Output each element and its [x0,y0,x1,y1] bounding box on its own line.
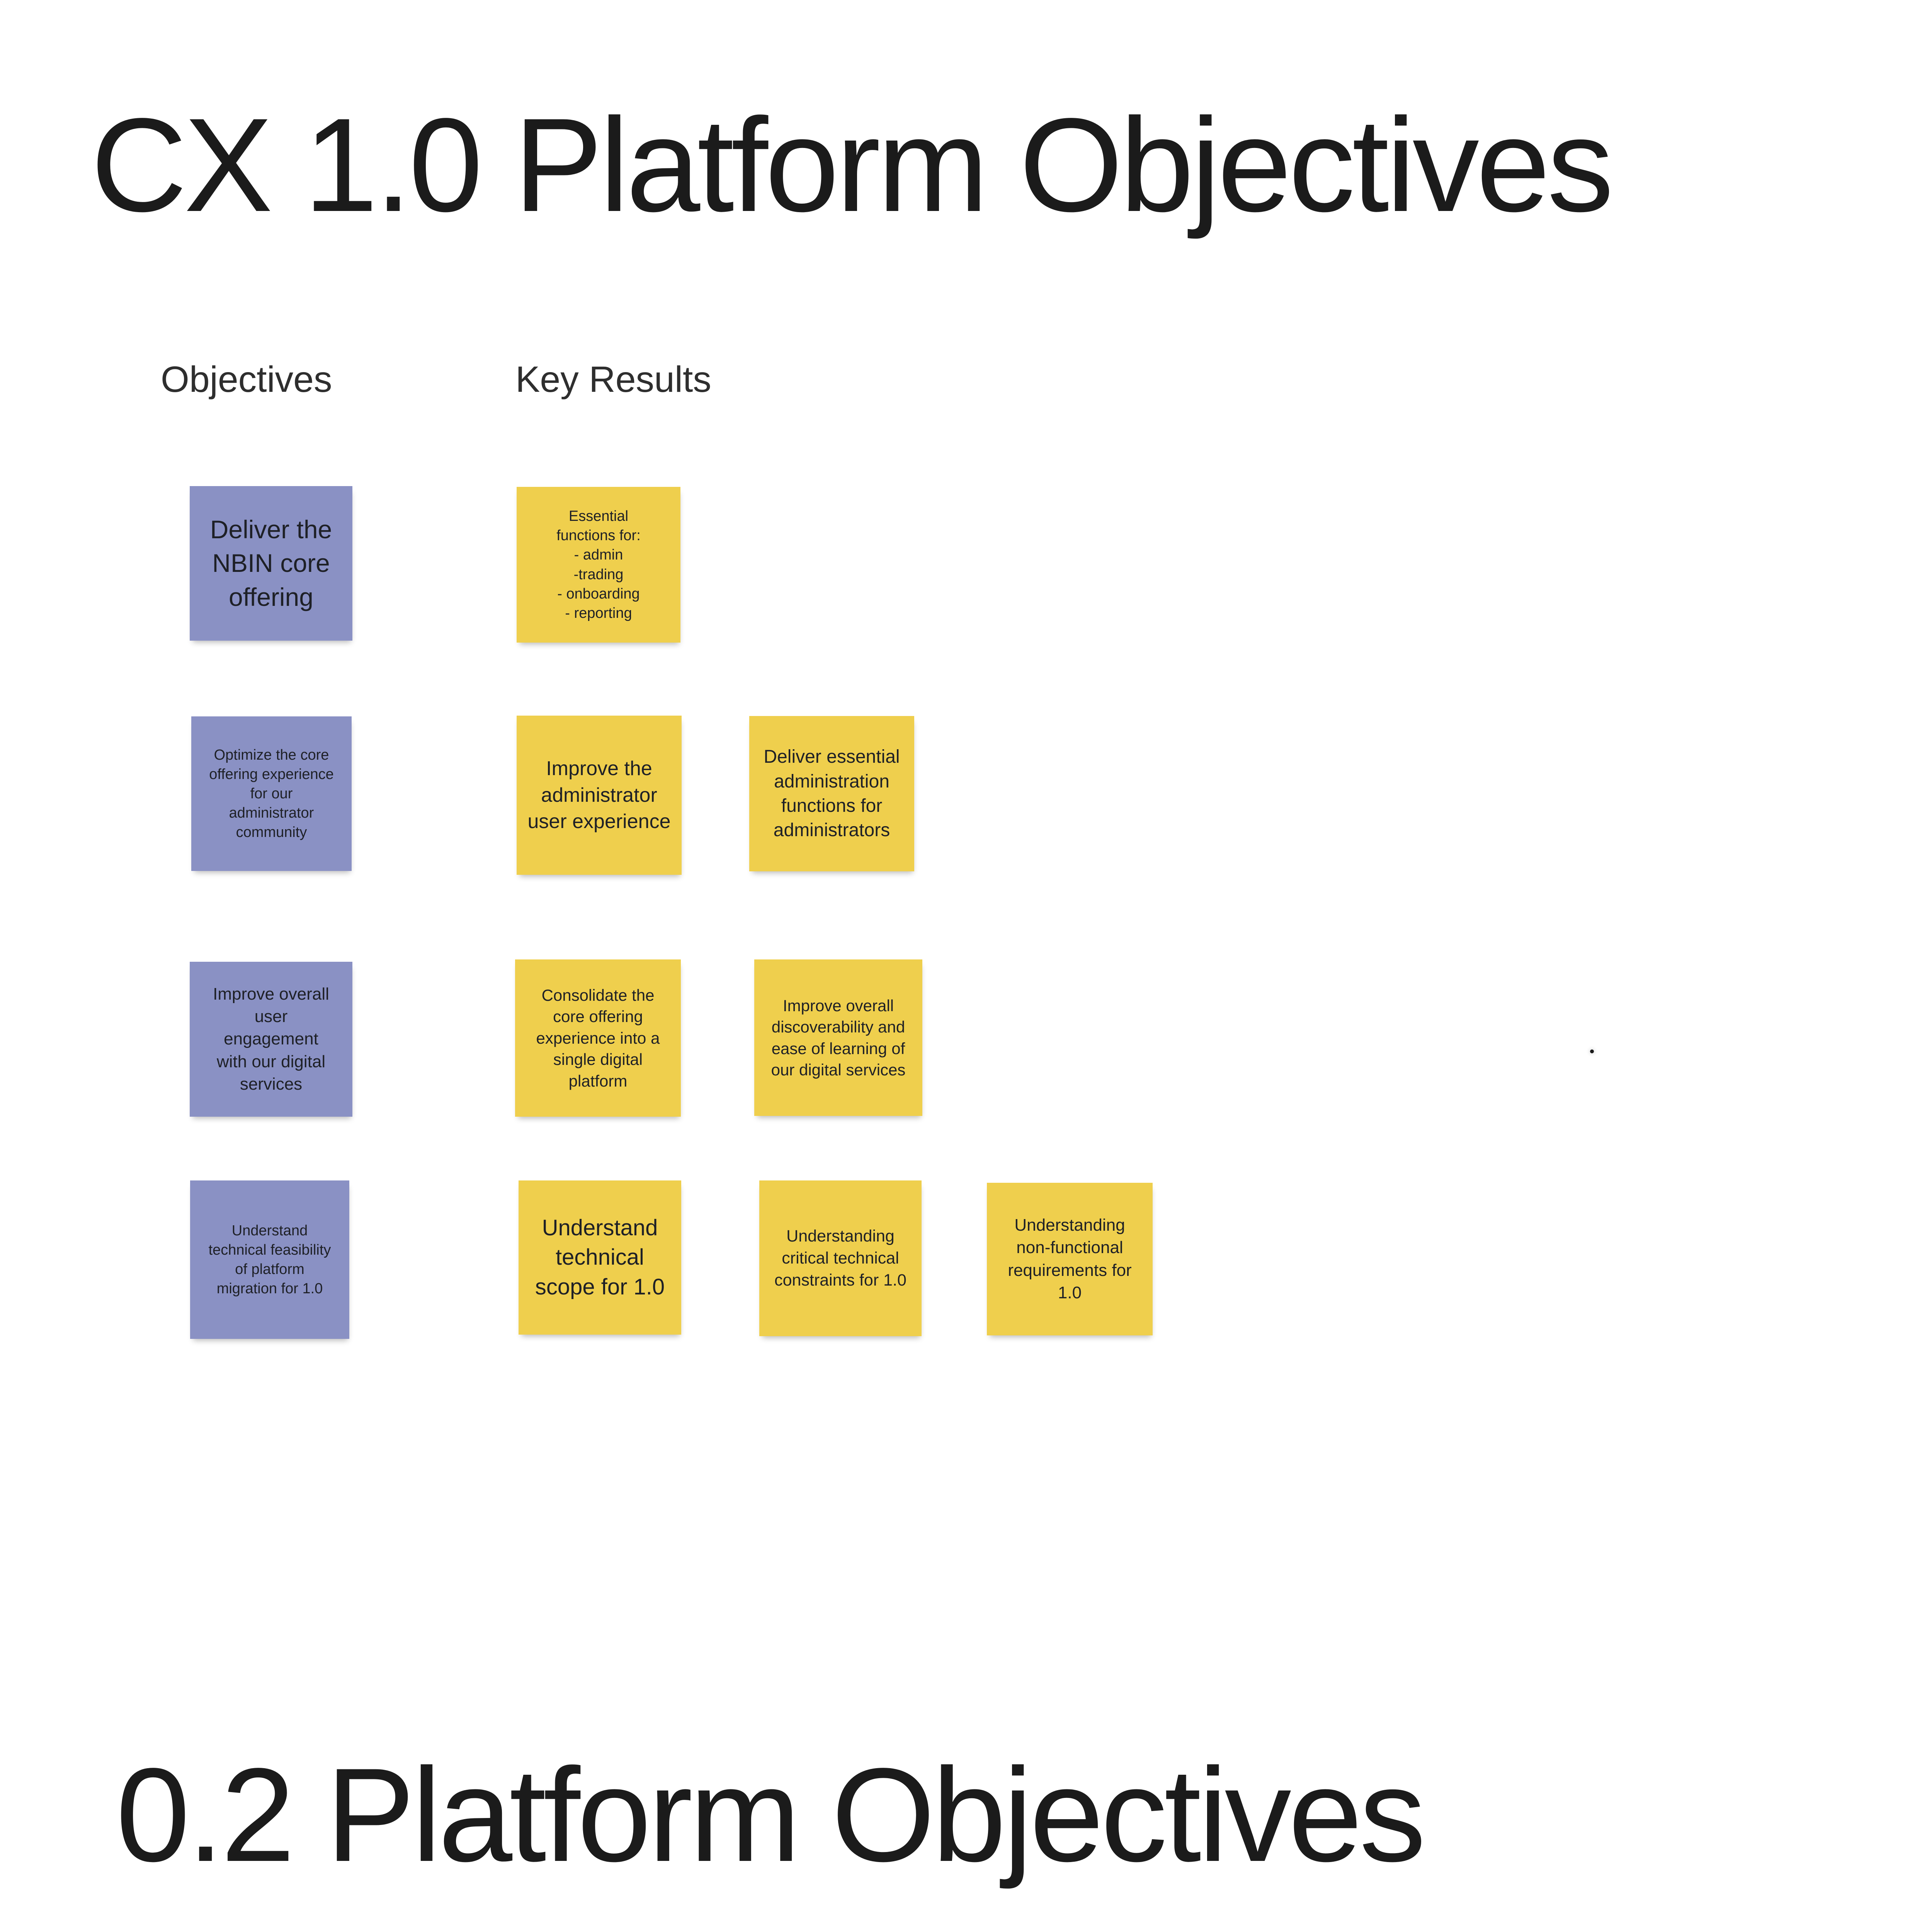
key-result-note[interactable]: Improve overall discoverability and ease… [754,959,922,1116]
stray-dot-mark [1590,1049,1594,1053]
key-result-note[interactable]: Understanding non-functional requirement… [987,1183,1153,1335]
key-result-note[interactable]: Improve the administrator user experienc… [517,716,682,875]
key-result-note[interactable]: Deliver essential administration functio… [749,716,914,871]
column-header-key-results-1[interactable]: Key Results [515,359,711,400]
objective-note[interactable]: Deliver the NBIN core offering [190,486,352,641]
key-result-note[interactable]: Understanding critical technical constra… [759,1180,922,1336]
objective-note[interactable]: Optimize the core offering experience fo… [191,716,352,871]
objective-note[interactable]: Improve overall user engagement with our… [190,962,352,1117]
key-result-note[interactable]: Essential functions for: - admin -tradin… [517,487,680,643]
section-title-0-2[interactable]: 0.2 Platform Objectives [116,1741,1426,1889]
objective-note[interactable]: Understand technical feasibility of plat… [190,1180,349,1339]
section-title-cx-1-0[interactable]: CX 1.0 Platform Objectives [91,91,1614,240]
column-header-objectives-1[interactable]: Objectives [161,359,332,400]
key-result-note[interactable]: Consolidate the core offering experience… [515,959,681,1117]
key-result-note[interactable]: Understand technical scope for 1.0 [519,1180,681,1335]
